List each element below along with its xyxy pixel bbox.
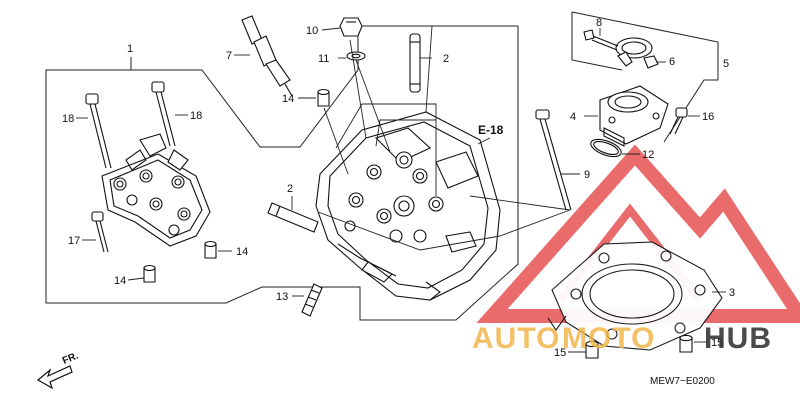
insulator-group-frame — [571, 11, 719, 143]
callout-9: 9 — [584, 169, 590, 181]
leader-14-dowel — [323, 107, 349, 175]
leader-11-washer — [355, 59, 391, 153]
callout-10: 10 — [306, 25, 318, 37]
bolt-16 — [669, 107, 688, 135]
callout-numbers: 1 2 2 3 4 5 6 7 8 9 10 11 12 13 14 14 14… — [62, 17, 735, 359]
callout-2-left: 2 — [287, 183, 293, 195]
callout-15-left: 15 — [554, 347, 566, 359]
bolt-17 — [91, 211, 109, 253]
watermark-text: AUTO MOTO HUB — [472, 322, 772, 355]
spark-plug-7 — [241, 15, 293, 97]
callout-18-right: 18 — [190, 110, 202, 122]
stud-bolt-13 — [301, 283, 323, 317]
callout-4: 4 — [570, 111, 576, 123]
rocker-arm-holder — [101, 133, 211, 247]
stud-bolt-2-left — [267, 202, 319, 233]
callout-17: 17 — [68, 235, 80, 247]
callout-5: 5 — [723, 58, 729, 70]
callout-14-right: 14 — [236, 246, 248, 258]
bolt-18-left — [85, 93, 112, 169]
clamp-screw-8 — [583, 29, 619, 51]
cylinder-head — [315, 111, 501, 301]
insulator-4 — [599, 85, 669, 147]
cylinder-head-gasket-3 — [547, 241, 723, 351]
inspection-box-lines — [317, 25, 571, 251]
callout-15-right: 15 — [711, 337, 723, 349]
washer-11 — [346, 51, 366, 61]
callout-12: 12 — [642, 149, 654, 161]
leader-10-nut — [349, 39, 367, 139]
dowel-pin-15-right — [679, 334, 693, 353]
callout-14-top: 14 — [282, 93, 294, 105]
reference-e18: E-18 — [478, 123, 504, 137]
hose-clamp-5 — [615, 37, 653, 67]
bolt-18-right — [151, 81, 176, 147]
callout-11: 11 — [318, 53, 329, 65]
dowel-pin-15-left — [585, 340, 599, 359]
dowel-pin-14-b — [143, 264, 156, 283]
callout-3: 3 — [729, 287, 735, 299]
group-frame — [45, 25, 519, 321]
callout-13: 13 — [276, 291, 288, 303]
callout-6: 6 — [669, 56, 675, 68]
o-ring-12 — [590, 138, 622, 158]
watermark-text-right: HUB — [704, 322, 772, 355]
callout-7: 7 — [226, 50, 232, 62]
leader-lines — [76, 27, 726, 353]
watermark-text-mid: MOTO — [562, 322, 655, 355]
callout-18-left: 18 — [62, 113, 74, 125]
flange-bolt-9 — [535, 109, 572, 211]
callout-2-top: 2 — [443, 53, 449, 65]
diagram-code: MEW7−E0200 — [650, 376, 715, 387]
dowel-pin-14-c — [317, 88, 330, 107]
front-direction-label: FR. — [61, 350, 80, 366]
dowel-pin-14-a — [204, 240, 217, 259]
callout-14-bottom: 14 — [114, 275, 126, 287]
front-direction-arrow: FR. — [36, 350, 80, 390]
watermark-text-left: AUTO — [472, 322, 560, 355]
callout-1: 1 — [127, 43, 133, 55]
callout-8: 8 — [596, 17, 602, 29]
cap-nut-10 — [339, 17, 363, 37]
clamp-nut-6 — [643, 55, 659, 69]
stud-bolt-2-top — [409, 33, 421, 93]
callout-16: 16 — [702, 111, 714, 123]
